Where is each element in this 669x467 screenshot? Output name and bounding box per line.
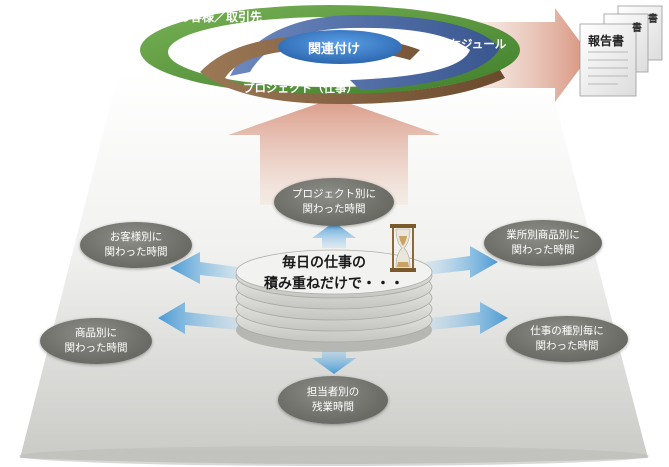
node-product-line1: 商品別に xyxy=(75,327,117,339)
ring-schedule xyxy=(230,14,500,91)
ring-center xyxy=(278,30,402,64)
node-customer-line2: 関わった時間 xyxy=(104,246,168,258)
node-customer: お客様別に関わった時間 xyxy=(80,222,192,268)
report-document-icon xyxy=(579,5,663,97)
upward-arrow xyxy=(228,98,440,205)
stacked-discs-icon xyxy=(235,249,433,352)
node-customer-line1: お客様別に xyxy=(109,231,163,243)
node-industry-product-line2: 関わった時間 xyxy=(511,244,575,256)
node-industry-product: 業所別商品別に関わった時間 xyxy=(484,220,602,266)
arrow-right-industry xyxy=(425,246,498,278)
node-project-line2: 関わった時間 xyxy=(302,203,366,215)
arrow-right-worktype xyxy=(430,302,508,334)
node-project-line1: プロジェクト別に xyxy=(292,188,376,200)
arrow-up-project xyxy=(312,222,356,248)
node-industry-product-line1: 業所別商品別に xyxy=(506,229,580,241)
cone-base xyxy=(19,446,649,466)
report-tab-label-2: 書 xyxy=(648,14,658,25)
node-work-type: 仕事の種別毎に関わった時間 xyxy=(506,316,628,362)
ring-customer-label: お客様／取引先 xyxy=(178,10,263,24)
node-project: プロジェクト別に関わった時間 xyxy=(274,178,394,226)
ring-project-label: プロジェクト（仕事） xyxy=(243,81,358,95)
arrow-left-customer xyxy=(170,252,245,284)
node-staff-line2: 残業時間 xyxy=(312,401,354,413)
node-staff: 担当者別の残業時間 xyxy=(278,376,388,424)
center-text-line1: 毎日の仕事の xyxy=(282,255,366,271)
node-staff-line1: 担当者別の xyxy=(306,386,360,398)
node-work-type-line1: 仕事の種別毎に xyxy=(530,325,604,337)
hourglass-icon xyxy=(390,224,416,272)
center-text-line2: 積み重ねだけで・・・ xyxy=(264,276,404,292)
ring-center-label: 関連付け xyxy=(308,42,361,57)
node-product: 商品別に関わった時間 xyxy=(40,318,152,364)
node-product-line2: 関わった時間 xyxy=(64,342,128,354)
node-work-type-line2: 関わった時間 xyxy=(535,340,599,352)
ring-schedule-label: スケジュール xyxy=(438,37,507,51)
arrow-down-staff xyxy=(312,345,356,374)
report-tab-label-1: 書 xyxy=(632,23,642,34)
report-label: 報告書 xyxy=(588,34,625,48)
arrow-left-product xyxy=(158,302,240,334)
